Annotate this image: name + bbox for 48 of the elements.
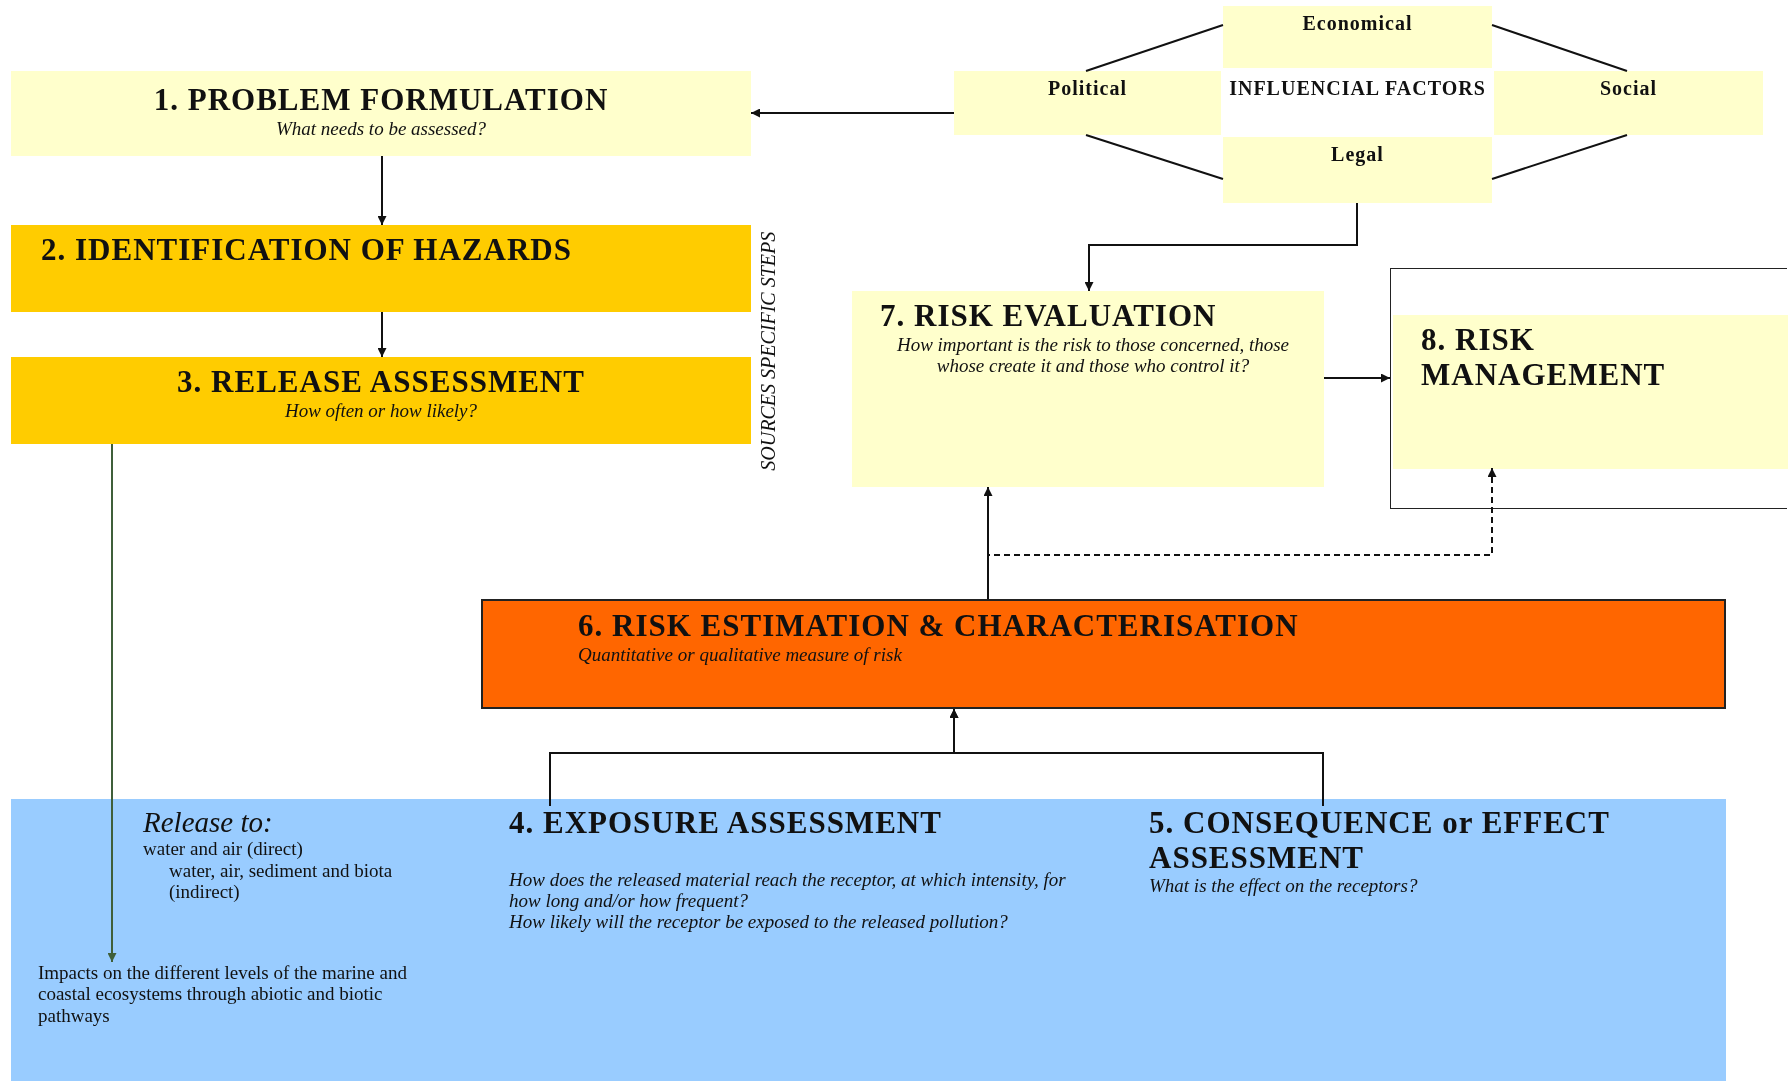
step-title: 6. RISK ESTIMATION & CHARACTERISATION <box>578 609 1300 644</box>
factor-box <box>954 71 1221 135</box>
step-title: Political <box>1047 77 1128 100</box>
step-title: INFLUENCIAL FACTORS <box>1229 77 1486 100</box>
process-box <box>11 225 751 312</box>
process-box <box>11 71 751 156</box>
step-title: Social <box>1598 77 1659 100</box>
body-text: water, air, sediment and biota (indirect) <box>168 859 394 903</box>
step-title: Legal <box>1330 143 1385 166</box>
step-title: Economical <box>1301 12 1414 35</box>
connector-line <box>1491 134 1628 180</box>
step-title: 8. RISK MANAGEMENT <box>1421 323 1667 393</box>
step-title: 7. RISK EVALUATION <box>880 299 1218 334</box>
process-box <box>11 357 751 444</box>
question-text: How often or how likely? <box>283 399 479 421</box>
question-text: How likely will the receptor be exposed to the released pollution? <box>509 911 1009 933</box>
step-title: 3. RELEASE ASSESSMENT <box>176 365 586 400</box>
step-title: 4. EXPOSURE ASSESSMENT <box>509 806 943 841</box>
connector-line <box>1085 24 1224 72</box>
arrow <box>1323 373 1391 383</box>
question-text: How does the released material reach the receptor, at which intensity, for how long and/or how frequent? <box>509 868 1067 912</box>
question-text: What is the effect on the receptors? <box>1149 875 1419 897</box>
arrow <box>107 443 117 963</box>
panel-background <box>11 799 1726 1081</box>
question-text: What needs to be assessed? <box>275 117 487 139</box>
step-title: 5. CONSEQUENCE or EFFECT ASSESSMENT <box>1149 806 1611 876</box>
body-text: Impacts on the different levels of the marine and coastal ecosystems through abiotic and biotic pathways <box>38 962 408 1026</box>
arrow <box>750 108 955 118</box>
process-box <box>852 291 1324 487</box>
process-box <box>481 599 1726 709</box>
step-title: 1. PROBLEM FORMULATION <box>152 83 610 118</box>
arrow <box>1084 202 1358 292</box>
question-text: How important is the risk to those concerned, those whose create it and those who control it? <box>895 333 1291 377</box>
factor-box <box>1223 137 1492 203</box>
frame-box <box>1390 268 1787 509</box>
body-text: Release to: <box>143 806 274 839</box>
process-box <box>1393 315 1788 469</box>
arrow <box>377 155 387 226</box>
connector-line <box>1491 24 1628 72</box>
body-text: water and air (direct) <box>143 838 304 860</box>
side-label: SOURCES SPECIFIC STEPS <box>756 230 780 473</box>
step-title: 2. IDENTIFICATION OF HAZARDS <box>41 233 573 268</box>
factor-box <box>1223 6 1492 68</box>
connector-line <box>1085 134 1224 180</box>
question-text: Quantitative or qualitative measure of risk <box>578 643 903 665</box>
arrow <box>377 311 387 358</box>
arrow <box>949 708 1324 807</box>
factor-box <box>1494 71 1763 135</box>
